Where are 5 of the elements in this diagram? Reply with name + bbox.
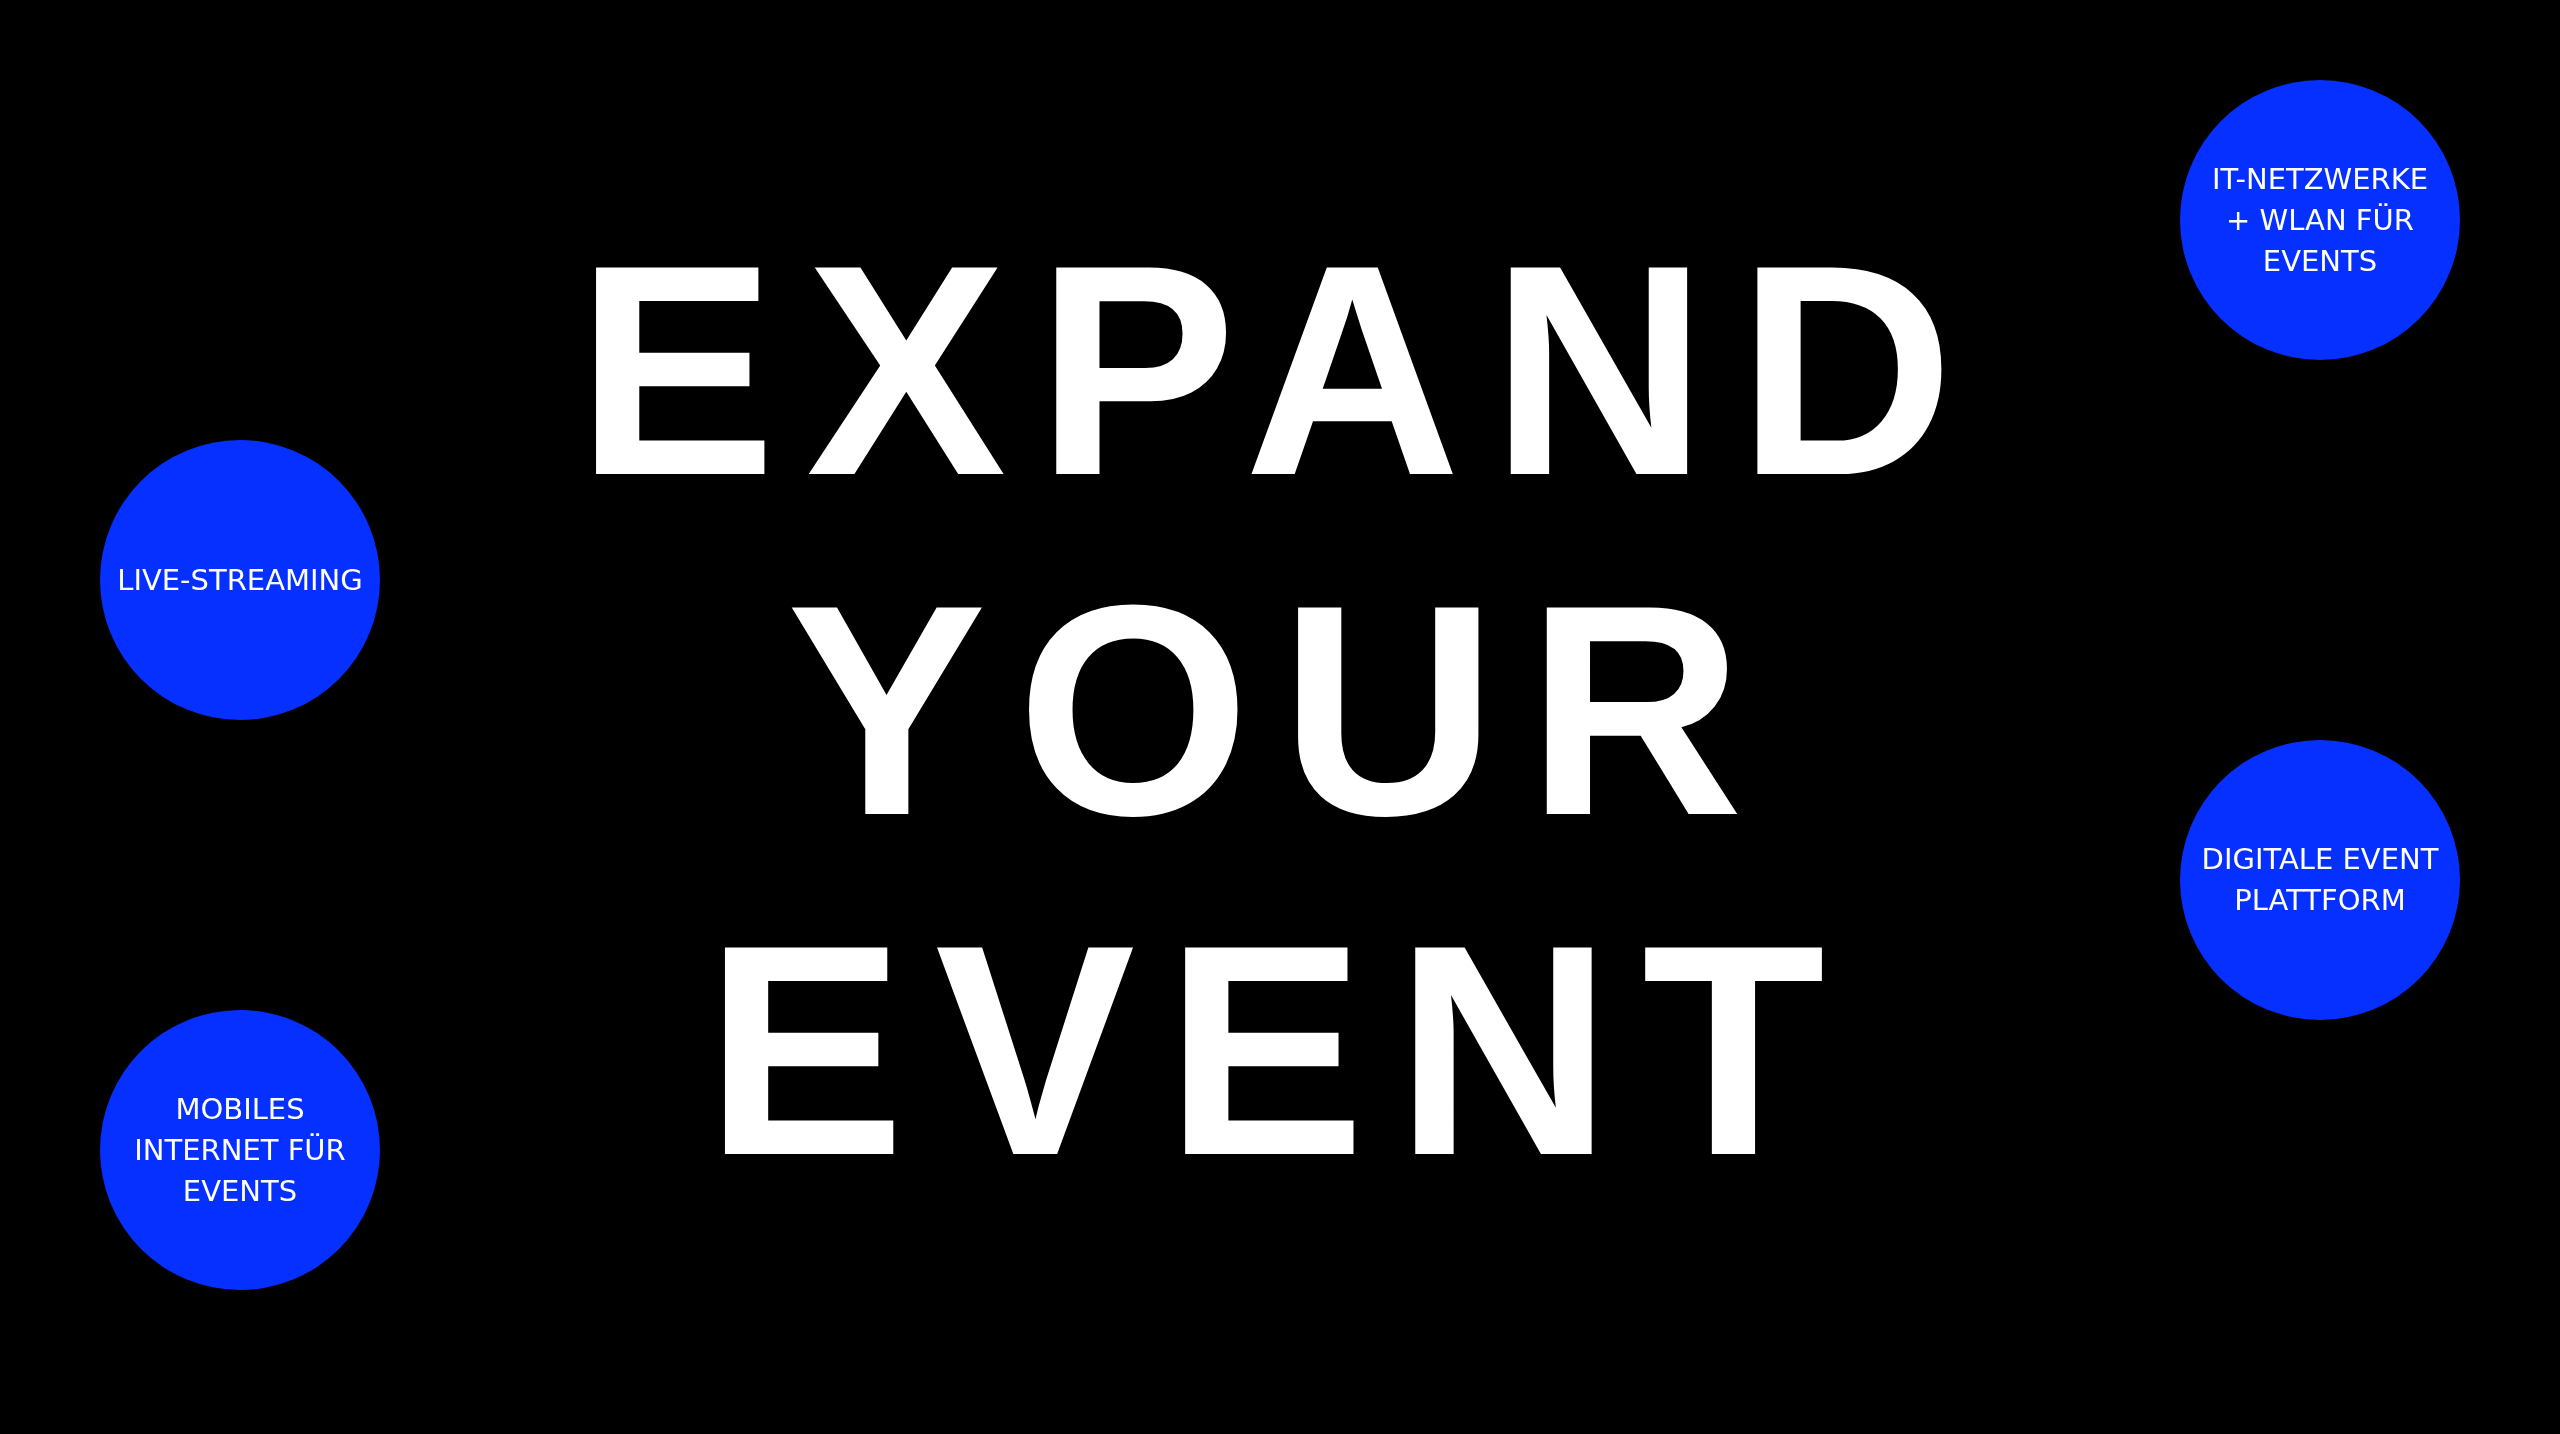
- circle-label: IT-NETZWERKE + WLAN FÜR EVENTS: [2210, 160, 2430, 280]
- circle-label: MOBILES INTERNET FÜR EVENTS: [133, 1090, 347, 1210]
- circle-label: LIVE-STREAMING: [117, 561, 363, 599]
- circle-label: DIGITALE EVENT PLATTFORM: [2200, 841, 2440, 919]
- headline: EXPAND YOUR EVENT: [575, 201, 1985, 1220]
